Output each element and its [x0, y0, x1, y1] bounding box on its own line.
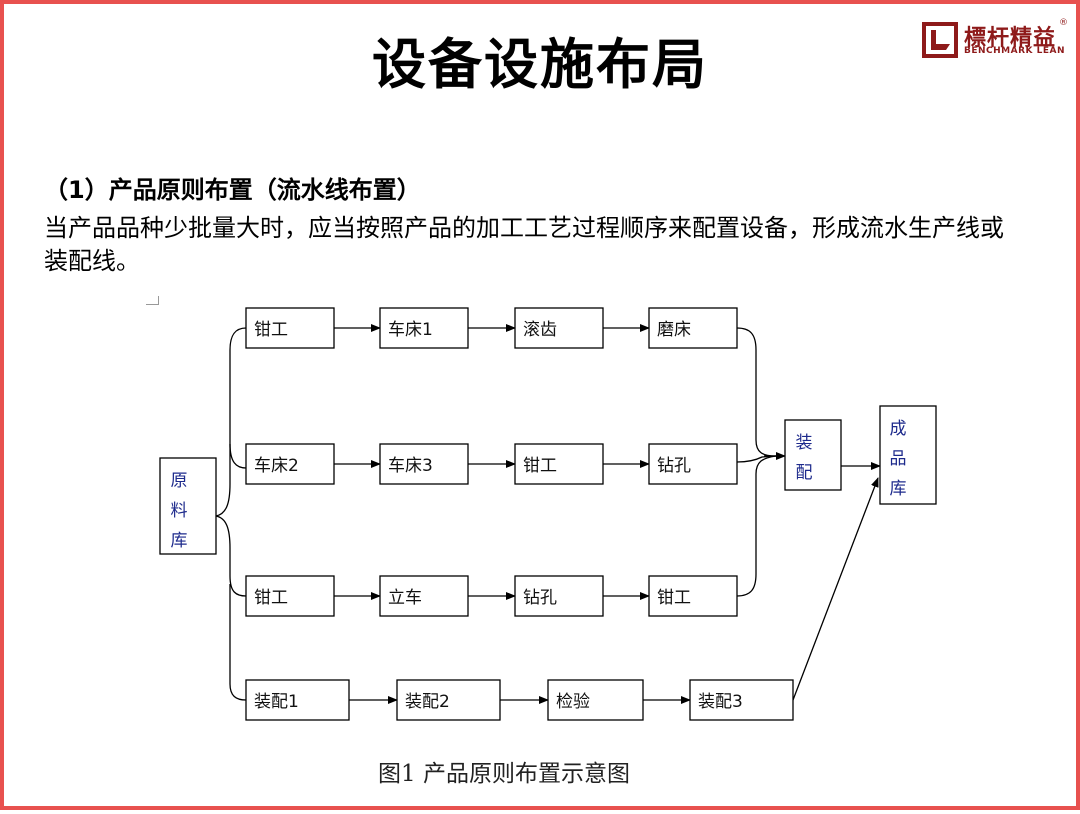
logo-registered-mark: ®: [1059, 18, 1068, 28]
station-label-r2c4: 钻孔: [657, 456, 691, 476]
assembly-box: [784, 419, 842, 491]
station-box-r4c1: [245, 679, 350, 721]
station-box-r1c3: [514, 307, 604, 349]
assembly-label: 装配: [796, 433, 813, 483]
output-label: 成品库: [890, 419, 907, 499]
diagram-connectors: [215, 324, 881, 704]
section-heading: （1）产品原则布置（流水线布置）: [44, 176, 421, 204]
figure-caption: 图1 产品原则布置示意图: [378, 761, 630, 787]
station-label-r1c3: 滚齿: [523, 320, 557, 340]
source-label: 原料库: [171, 471, 188, 551]
svg-text:库: 库: [171, 531, 188, 551]
station-label-r4c1: 装配1: [254, 692, 299, 712]
source-box: [159, 457, 217, 555]
station-box-r3c2: [379, 575, 469, 617]
station-box-r2c4: [648, 443, 738, 485]
station-box-r1c1: [245, 307, 335, 349]
station-box-r3c3: [514, 575, 604, 617]
svg-text:成: 成: [890, 419, 907, 439]
page-title: 设备设施布局: [372, 33, 708, 96]
body-paragraph: 当产品品种少批量大时，应当按照产品的加工工艺过程顺序来配置设备，形成流水生产线或…: [44, 214, 1004, 275]
station-label-r2c1: 车床2: [254, 456, 299, 476]
logo-text-cn: 標杆精益: [964, 26, 1057, 51]
station-label-r2c3: 钳工: [523, 456, 557, 476]
brand-logo: 標杆精益 BENCHMARK LEAN ®: [922, 18, 1072, 62]
station-box-r2c1: [245, 443, 335, 485]
station-label-r2c2: 车床3: [388, 456, 433, 476]
logo-text-en: BENCHMARK LEAN: [964, 46, 1066, 56]
station-box-r2c3: [514, 443, 604, 485]
station-label-r1c2: 车床1: [388, 320, 433, 340]
output-box: [879, 405, 937, 505]
svg-text:配: 配: [796, 463, 813, 483]
svg-text:装: 装: [796, 433, 813, 453]
station-box-r4c2: [396, 679, 501, 721]
flow-arrow-row4-to-output: [792, 477, 879, 701]
logo-mark-icon: [922, 22, 958, 58]
svg-text:库: 库: [890, 479, 907, 499]
station-box-r1c2: [379, 307, 469, 349]
station-label-r4c4: 装配3: [698, 692, 743, 712]
station-box-r2c2: [379, 443, 469, 485]
svg-text:品: 品: [890, 449, 907, 469]
station-box-r4c3: [547, 679, 644, 721]
station-label-r4c2: 装配2: [405, 692, 450, 712]
station-box-r3c4: [648, 575, 738, 617]
station-label-r3c1: 钳工: [254, 588, 288, 608]
station-label-r1c1: 钳工: [254, 320, 288, 340]
crop-mark: [146, 296, 159, 305]
station-label-r3c3: 钻孔: [523, 588, 557, 608]
station-box-r1c4: [648, 307, 738, 349]
svg-text:料: 料: [171, 501, 188, 521]
svg-text:原: 原: [171, 471, 188, 491]
station-label-r4c3: 检验: [556, 692, 590, 712]
station-label-r3c4: 钳工: [657, 588, 691, 608]
station-label-r3c2: 立车: [388, 588, 422, 608]
station-box-r4c4: [689, 679, 794, 721]
station-box-r3c1: [245, 575, 335, 617]
station-label-r1c4: 磨床: [657, 320, 691, 340]
